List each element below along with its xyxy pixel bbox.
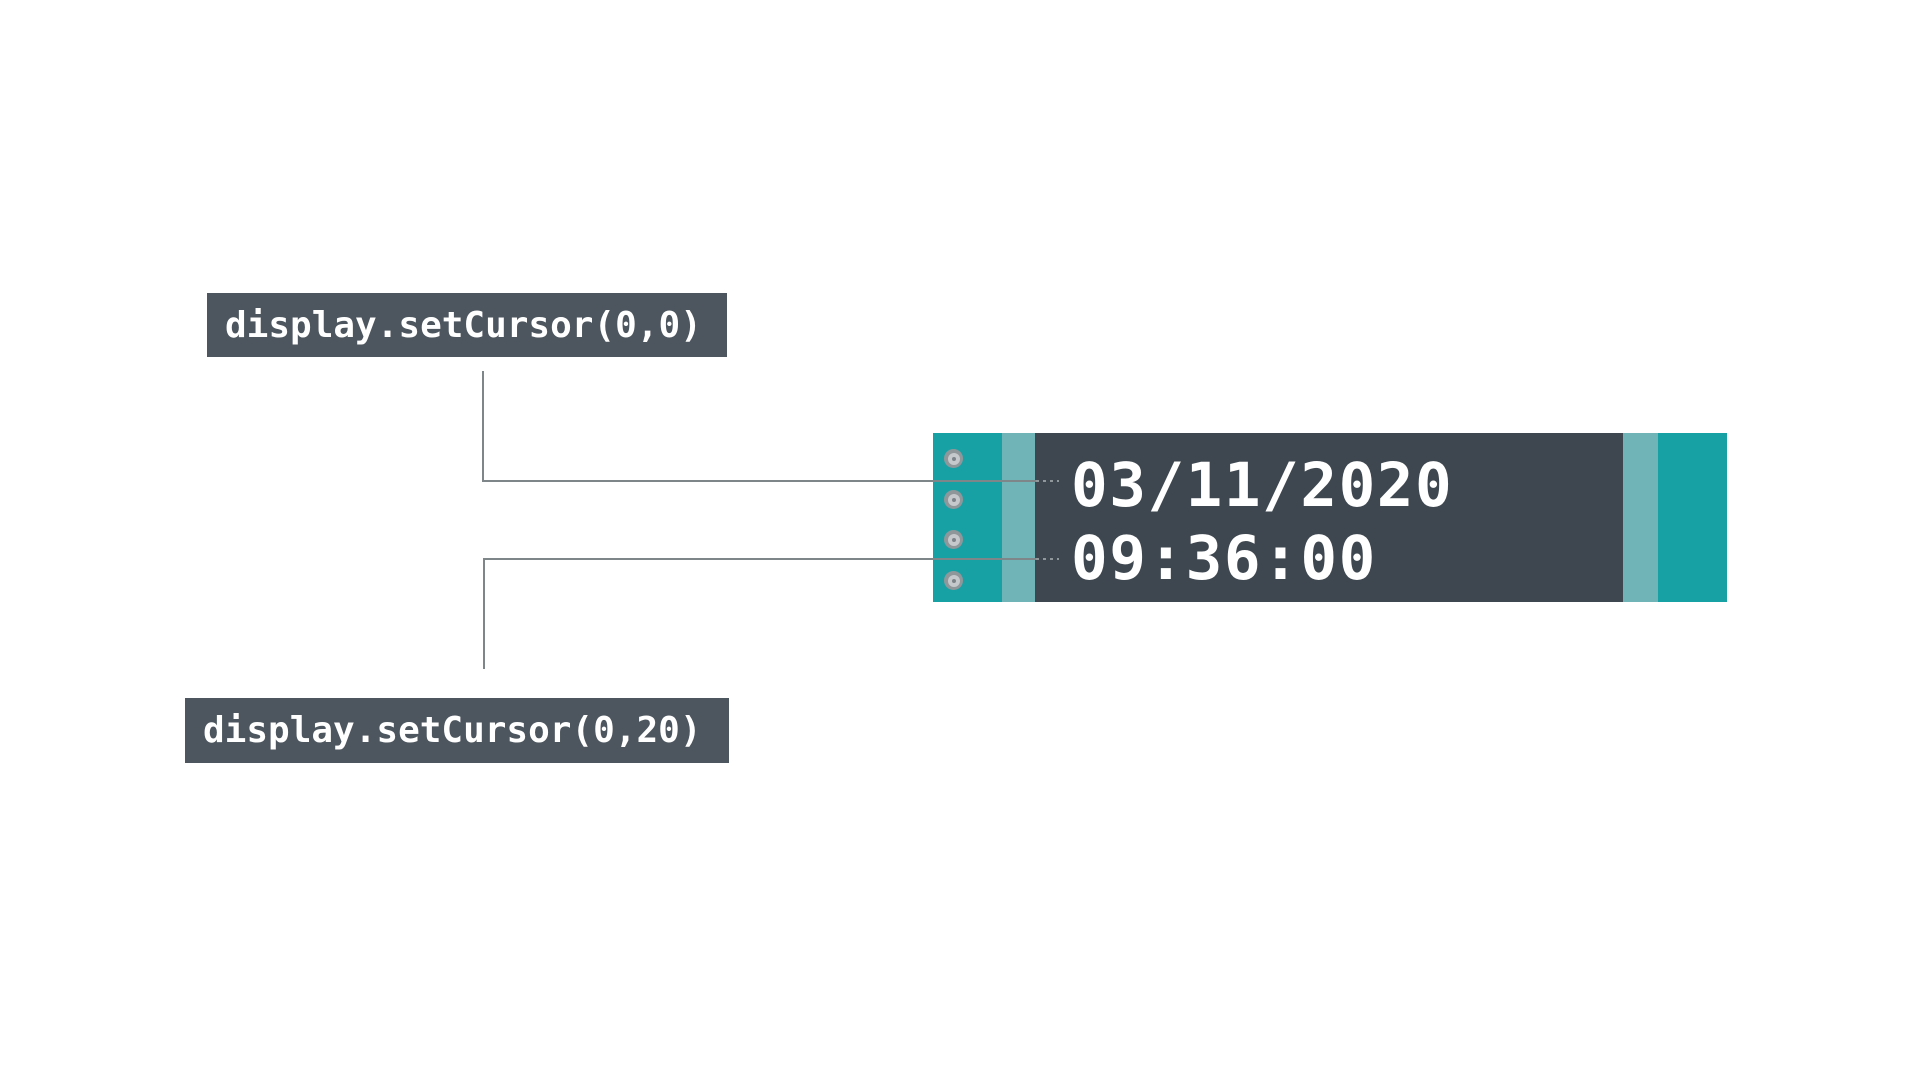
display-date-text: 03/11/2020 — [1071, 450, 1454, 521]
connector-top-vertical-line — [482, 371, 484, 482]
pcb-inner-strip-left — [1002, 433, 1035, 602]
pcb-edge-right — [1658, 433, 1727, 602]
pin-hole-icon — [944, 571, 963, 590]
code-label-setcursor-0-20-text: display.setCursor(0,20) — [203, 710, 702, 751]
connector-bottom-horizontal-line — [483, 558, 1036, 560]
connector-top-dotted-end — [1036, 480, 1059, 482]
connector-bottom-dotted-end — [1036, 558, 1059, 560]
display-time-text: 09:36:00 — [1071, 523, 1377, 594]
code-label-setcursor-0-0: display.setCursor(0,0) — [207, 293, 727, 357]
connector-top-horizontal-line — [482, 480, 1036, 482]
pin-hole-icon — [944, 449, 963, 468]
oled-display-module: 03/11/2020 09:36:00 — [933, 433, 1727, 602]
pin-hole-icon — [944, 530, 963, 549]
pin-hole-icon — [944, 490, 963, 509]
oled-screen: 03/11/2020 09:36:00 — [1035, 433, 1623, 602]
pcb-edge-left — [933, 433, 1002, 602]
code-label-setcursor-0-20: display.setCursor(0,20) — [185, 698, 729, 763]
connector-bottom-vertical-line — [483, 558, 485, 669]
pcb-inner-strip-right — [1623, 433, 1658, 602]
code-label-setcursor-0-0-text: display.setCursor(0,0) — [225, 304, 702, 346]
